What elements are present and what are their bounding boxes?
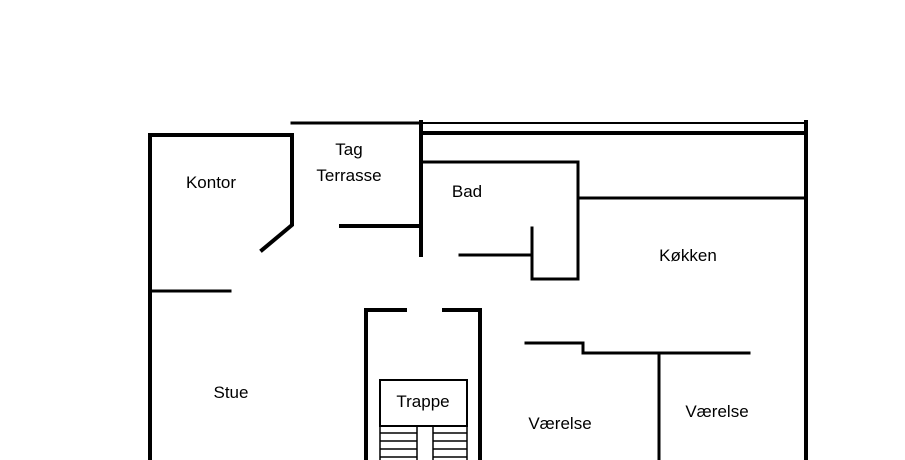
label-tag: Tag — [335, 140, 362, 159]
stair-wall-right — [442, 308, 482, 460]
outer-wall-left — [148, 133, 294, 460]
vaerelse-wall-top — [524, 341, 751, 355]
stair-wall-left — [364, 308, 407, 460]
label-kokken: Køkken — [659, 246, 717, 265]
bad-walls — [419, 160, 580, 281]
label-bad: Bad — [452, 182, 482, 201]
label-kontor: Kontor — [186, 173, 236, 192]
label-vaerelse-2: Værelse — [685, 402, 748, 421]
label-vaerelse-1: Værelse — [528, 414, 591, 433]
room-labels: Tag Terrasse Kontor Bad Køkken Stue Trap… — [186, 140, 749, 433]
label-terrasse: Terrasse — [316, 166, 381, 185]
trappe-box — [379, 379, 468, 427]
stair-steps — [379, 425, 468, 460]
walls — [148, 120, 808, 460]
terrace-wall-left — [259, 133, 294, 253]
staircase — [379, 379, 468, 460]
label-stue: Stue — [214, 383, 249, 402]
label-trappe: Trappe — [396, 392, 449, 411]
